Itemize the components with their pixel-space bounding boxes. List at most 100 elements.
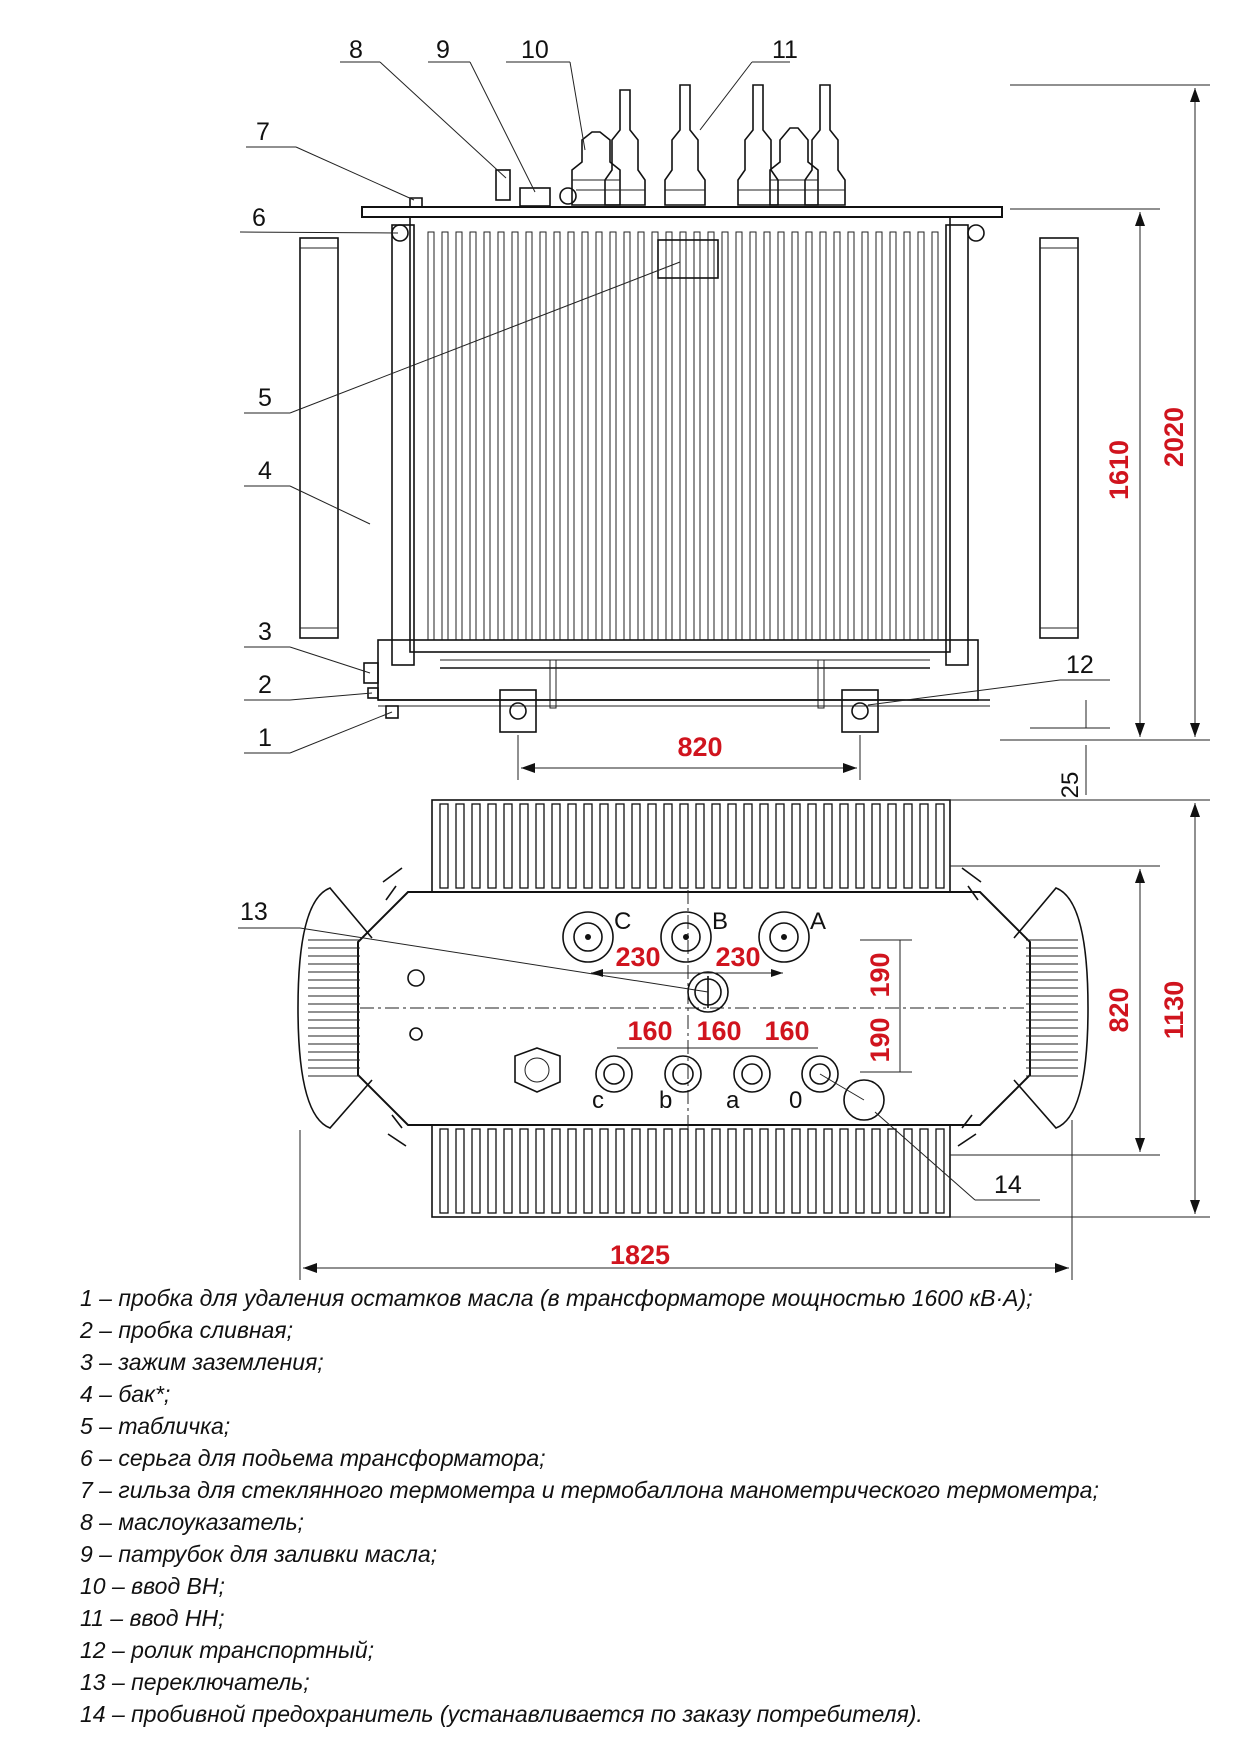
lv-bushing-0 — [801, 1055, 839, 1093]
radiator-fin — [727, 803, 737, 889]
radiator-fin — [487, 1128, 497, 1214]
radiator-fin — [711, 1128, 721, 1214]
dim-190-upper: 190 — [865, 952, 895, 997]
radiator-fin — [807, 1128, 817, 1214]
callout-8: 8 — [349, 36, 363, 64]
front-callout-leaders — [239, 61, 1110, 754]
phase-label-C: C — [614, 908, 631, 935]
radiator-fin — [615, 1128, 625, 1214]
dim-1610: 1610 — [1104, 440, 1134, 500]
front-callout-labels: 8 9 10 11 7 6 5 4 3 2 1 12 — [252, 36, 1094, 752]
radiator-fin — [551, 1128, 561, 1214]
legend-item-7: 7 – гильза для стеклянного термометра и … — [80, 1477, 1099, 1503]
fin — [609, 231, 617, 641]
fin — [469, 231, 477, 641]
callout-7: 7 — [256, 118, 270, 146]
radiator-fin — [823, 803, 833, 889]
tank-body — [409, 216, 951, 653]
oil-level-indicator-top — [514, 1047, 561, 1093]
radiator-fin — [887, 1128, 897, 1214]
callout-9: 9 — [436, 36, 450, 64]
legend-item-1: 1 – пробка для удаления остатков масла (… — [80, 1285, 1033, 1311]
radiator-fin — [647, 803, 657, 889]
fin — [735, 231, 743, 641]
fin — [749, 231, 757, 641]
radiator-fin — [935, 803, 945, 889]
hv-bushing-c — [562, 911, 614, 963]
fin — [623, 231, 631, 641]
grounding-clamp — [363, 662, 379, 684]
dim-160-3: 160 — [764, 1016, 809, 1046]
fin — [763, 231, 771, 641]
oil-level-indicator — [495, 169, 511, 201]
radiator-fin — [743, 803, 753, 889]
fin — [833, 231, 841, 641]
dim-25: 25 — [1057, 772, 1084, 799]
legend-item-2: 2 – пробка сливная; — [80, 1317, 293, 1343]
fin — [903, 231, 911, 641]
phase-label-0: 0 — [789, 1087, 802, 1114]
fin — [427, 231, 435, 641]
radiator-fin — [487, 803, 497, 889]
fin — [567, 231, 575, 641]
lv-bushing — [664, 84, 706, 206]
radiator-fin — [855, 803, 865, 889]
dim-2020: 2020 — [1159, 407, 1189, 467]
dim-820-front: 820 — [677, 732, 722, 762]
radiator-fin — [503, 803, 513, 889]
radiator-fin — [695, 803, 705, 889]
breakdown-fuse — [843, 1079, 885, 1121]
fin — [861, 231, 869, 641]
fin — [721, 231, 729, 641]
fin — [455, 231, 463, 641]
radiator-fin — [679, 1128, 689, 1214]
lv-bushing-c — [595, 1055, 633, 1093]
radiator-fin — [743, 1128, 753, 1214]
radiator-fin — [471, 803, 481, 889]
dim-160-1: 160 — [627, 1016, 672, 1046]
top-dimensions: 1825 820 1130 230 230 160 160 160 190 19… — [299, 799, 1210, 1280]
radiator-fin — [807, 803, 817, 889]
radiator-fin — [583, 1128, 593, 1214]
radiator-fin — [567, 1128, 577, 1214]
legend-item-3: 3 – зажим заземления; — [80, 1349, 324, 1375]
radiator-fin — [551, 803, 561, 889]
callout-3: 3 — [258, 618, 272, 646]
fin — [553, 231, 561, 641]
lv-bushing — [737, 84, 779, 206]
callout-5: 5 — [258, 384, 272, 412]
front-dimensions: 820 1610 2020 25 — [517, 84, 1210, 799]
radiator-fins-lower — [439, 1128, 945, 1214]
fin — [707, 231, 715, 641]
radiator-fin — [759, 1128, 769, 1214]
radiator-fin — [903, 803, 913, 889]
radiator-fin — [935, 1128, 945, 1214]
fin — [651, 231, 659, 641]
radiator-fin — [839, 1128, 849, 1214]
fin — [805, 231, 813, 641]
radiator-fin — [583, 803, 593, 889]
lv-bushing — [604, 89, 646, 206]
callout-11: 11 — [772, 36, 798, 64]
radiator-fin — [631, 803, 641, 889]
tank-fins — [427, 231, 939, 641]
fin — [847, 231, 855, 641]
transformer-drawing: 8 9 10 11 7 6 5 4 3 2 1 12 820 1610 2020… — [238, 36, 1210, 1280]
fin — [889, 231, 897, 641]
top-callouts: 13 14 — [238, 898, 1040, 1201]
radiator-fin — [887, 803, 897, 889]
legend-item-11: 11 – ввод НН; — [80, 1605, 225, 1631]
fin — [525, 231, 533, 641]
radiator-fin — [663, 1128, 673, 1214]
oil-filling-pipe — [519, 187, 551, 207]
callout-13: 13 — [240, 898, 268, 926]
radiator-fin — [727, 1128, 737, 1214]
oil-residue-plug — [385, 705, 399, 719]
radiator-fin — [631, 1128, 641, 1214]
legend-item-9: 9 – патрубок для заливки масла; — [80, 1541, 438, 1567]
fin — [931, 231, 939, 641]
radiator-fin — [439, 1128, 449, 1214]
radiator-fin — [871, 803, 881, 889]
radiator-fin — [919, 803, 929, 889]
radiator-fin — [839, 803, 849, 889]
